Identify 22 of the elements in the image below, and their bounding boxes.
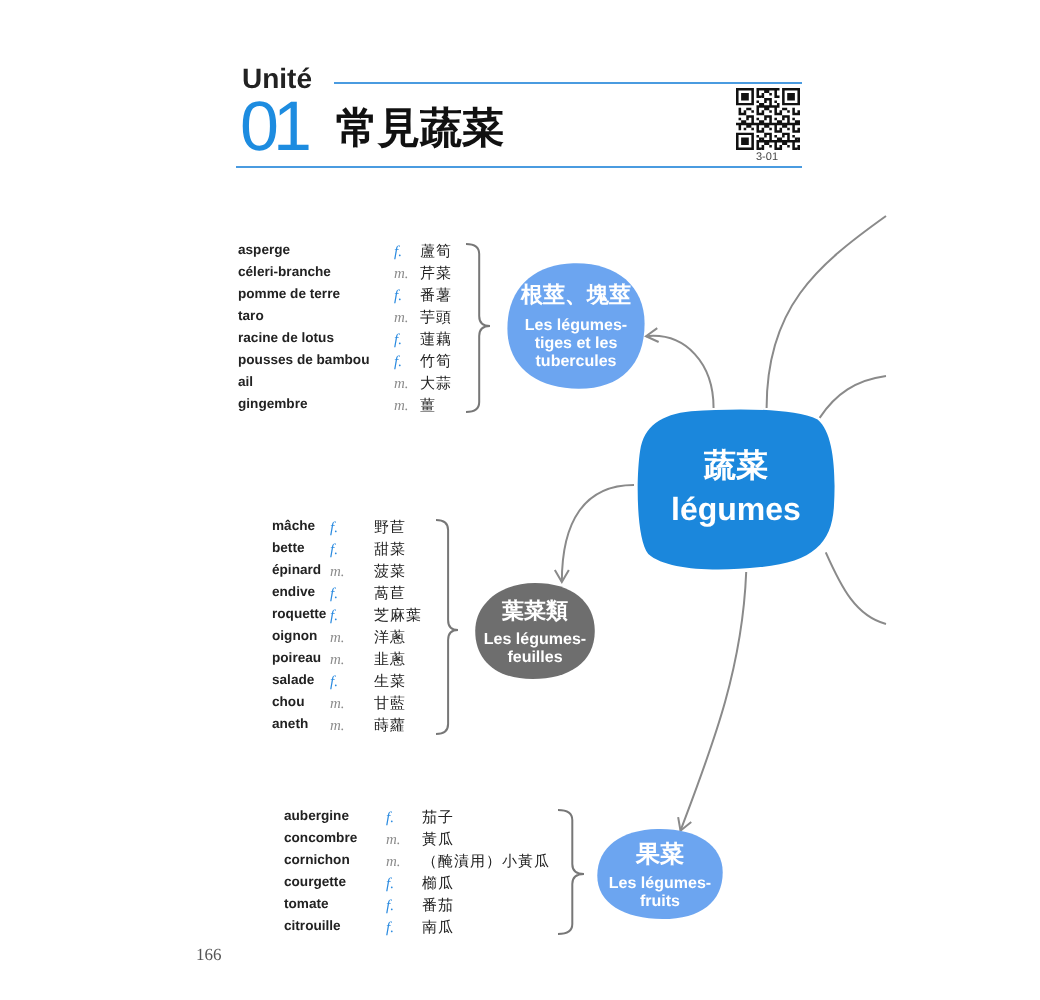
arrow	[645, 327, 715, 409]
bubble-subtitle: Les légumes-tiges et les tubercules	[522, 316, 630, 370]
topic-bubble	[474, 582, 596, 680]
page-title: 常見蔬菜	[336, 106, 504, 154]
bubble-subtitle: Les légumes-fruits	[606, 873, 714, 909]
topic-bubble	[596, 828, 724, 920]
connector-line	[818, 375, 887, 419]
central-bubble	[634, 408, 838, 572]
bubble-subtitle: légumes	[671, 492, 801, 532]
page-number: 166	[196, 944, 222, 964]
bubble-title: 果菜	[636, 839, 684, 869]
unit-number: 01	[240, 92, 306, 164]
bubble-title: 根莖、塊莖	[521, 282, 631, 310]
unit-label: Unité	[242, 62, 312, 94]
connector-line	[765, 215, 887, 409]
bubble-subtitle: Les légumes-feuilles	[481, 629, 589, 665]
topic-bubble	[506, 262, 646, 390]
arrow	[677, 571, 748, 832]
connector-line	[824, 551, 887, 625]
bubble-title: 葉菜類	[502, 597, 568, 625]
arrow	[554, 484, 635, 583]
bubble-title: 蔬菜	[704, 448, 768, 488]
